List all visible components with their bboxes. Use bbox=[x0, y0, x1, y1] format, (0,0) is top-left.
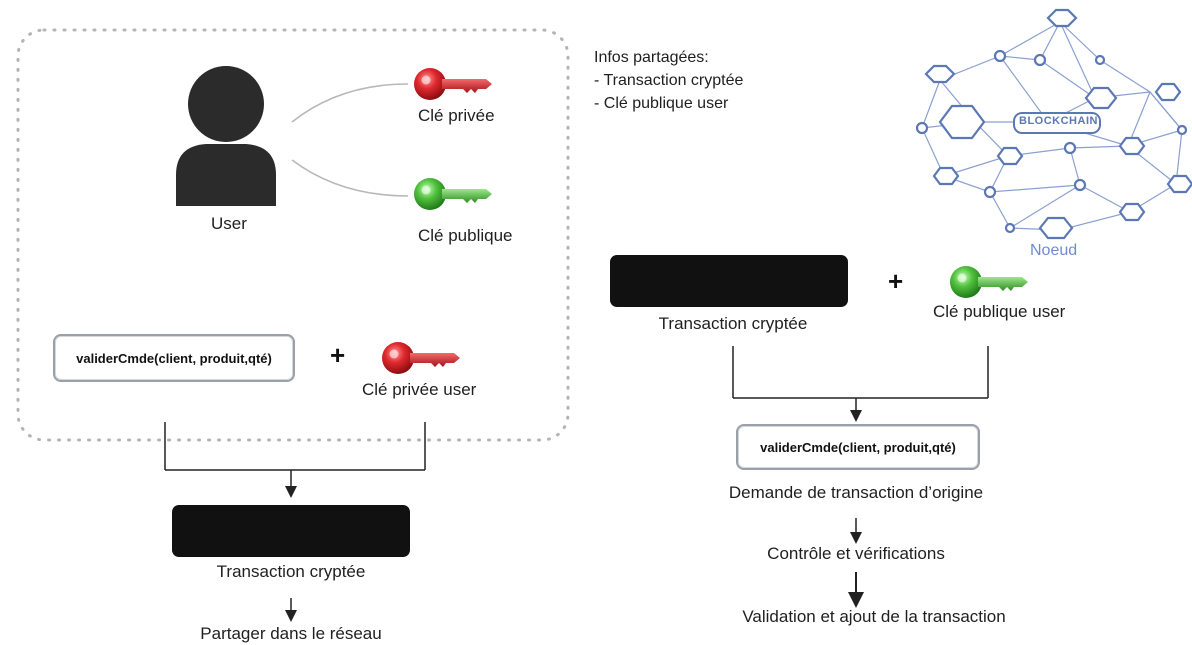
public-key-icon bbox=[414, 178, 492, 210]
private-key-user-icon bbox=[382, 342, 460, 374]
left-plus-sign: + bbox=[330, 340, 346, 370]
user-icon bbox=[176, 66, 276, 206]
blockchain-badge-label: BLOCKCHAIN bbox=[1019, 115, 1098, 127]
public-key-user-label: Clé publique user bbox=[933, 302, 1066, 321]
public-key-label: Clé publique bbox=[418, 226, 513, 245]
shared-info: Infos partagées: - Transaction cryptée -… bbox=[594, 46, 743, 115]
right-merge-connector bbox=[732, 346, 989, 422]
arrow-to-private-key bbox=[291, 83, 409, 123]
validation-label: Validation et ajout de la transaction bbox=[742, 607, 1006, 626]
right-encrypted-transaction-block bbox=[610, 255, 848, 307]
user-label: User bbox=[211, 214, 247, 233]
shared-info-item-transaction: - Transaction cryptée bbox=[594, 72, 744, 89]
node-label: Noeud bbox=[1030, 242, 1078, 259]
control-label: Contrôle et vérifications bbox=[767, 544, 945, 563]
right-function-call-text: validerCmde(client, produit,qté) bbox=[760, 439, 956, 455]
right-plus-sign: + bbox=[888, 266, 904, 296]
dotted-boundary bbox=[16, 28, 570, 442]
private-key-label: Clé privée bbox=[418, 106, 495, 125]
origin-request-label: Demande de transaction d’origine bbox=[728, 483, 984, 502]
left-function-call-text: validerCmde(client, produit,qté) bbox=[76, 350, 272, 366]
left-encrypted-transaction-label: Transaction cryptée bbox=[216, 562, 366, 581]
left-function-call-box: validerCmde(client, produit,qté) bbox=[53, 334, 295, 382]
private-key-user-label: Clé privée user bbox=[362, 380, 477, 399]
private-key-icon bbox=[414, 68, 492, 100]
left-encrypted-transaction-block bbox=[172, 505, 410, 557]
right-encrypted-transaction-label: Transaction cryptée bbox=[658, 314, 808, 333]
public-key-user-icon bbox=[950, 266, 1028, 298]
arrow-to-public-key bbox=[291, 159, 409, 197]
shared-info-item-public-key: - Clé publique user bbox=[594, 95, 729, 112]
left-merge-connector bbox=[164, 422, 426, 498]
shared-info-title: Infos partagées: bbox=[594, 49, 709, 66]
blockchain-badge-box bbox=[1013, 112, 1101, 134]
share-network-label: Partager dans le réseau bbox=[200, 624, 382, 643]
right-function-call-box: validerCmde(client, produit,qté) bbox=[736, 424, 980, 470]
